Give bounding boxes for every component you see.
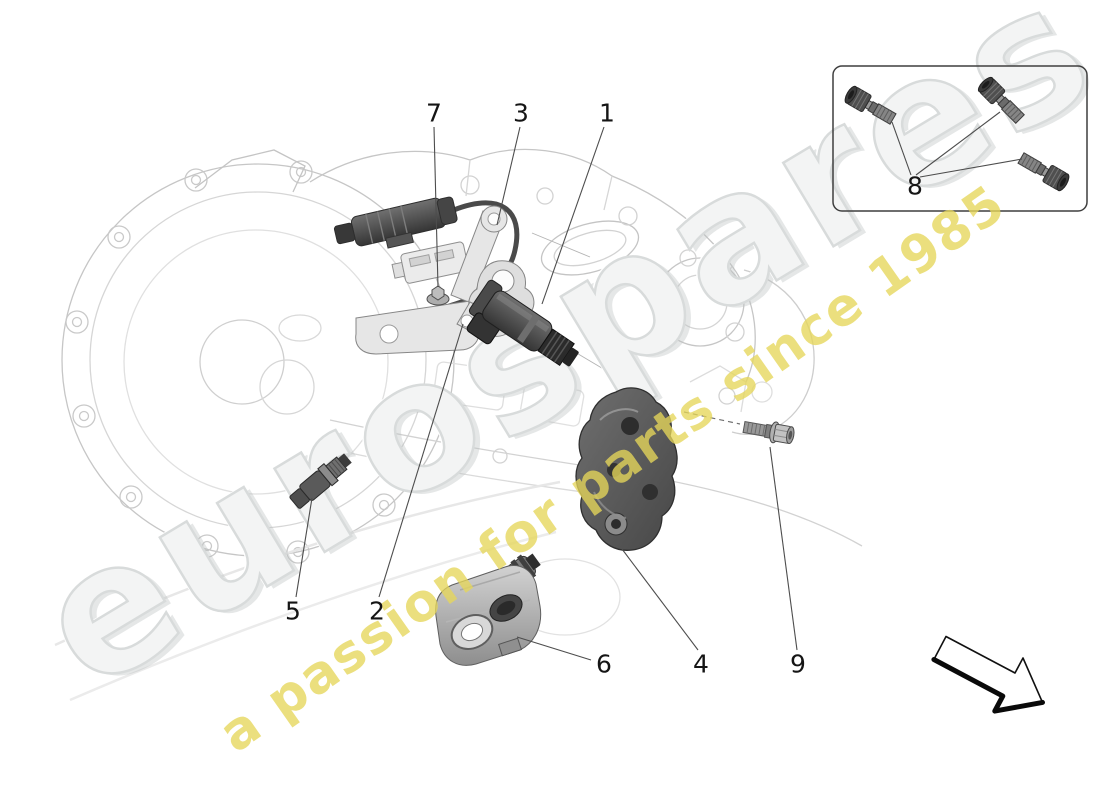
part-4-bracket-plate[interactable] xyxy=(575,387,678,551)
leader-line-4 xyxy=(621,548,699,651)
part-2-sensor-connector[interactable] xyxy=(333,194,469,286)
next-page-arrow[interactable] xyxy=(931,635,1045,714)
leader-line-8c xyxy=(919,158,1023,178)
leader-line-2 xyxy=(378,323,464,598)
callout-3[interactable]: 3 xyxy=(513,98,529,128)
callout-9[interactable]: 9 xyxy=(790,649,806,679)
part-5-sensor[interactable] xyxy=(287,450,355,512)
part-9-bolt[interactable] xyxy=(683,411,796,446)
part-1-solenoid[interactable] xyxy=(459,279,586,390)
leader-line-8a xyxy=(891,121,912,176)
callout-5[interactable]: 5 xyxy=(285,596,301,626)
callout-4[interactable]: 4 xyxy=(693,649,709,679)
leader-line-3 xyxy=(496,126,521,226)
part-7-screw[interactable] xyxy=(426,285,450,306)
callout-2[interactable]: 2 xyxy=(369,596,385,626)
leader-line-1 xyxy=(541,126,605,305)
leader-line-9 xyxy=(769,446,798,651)
callout-1[interactable]: 1 xyxy=(599,98,615,128)
callout-7[interactable]: 7 xyxy=(426,98,442,128)
leader-line-7 xyxy=(433,126,439,288)
callout-8[interactable]: 8 xyxy=(907,171,923,201)
part-6-solenoid-valve[interactable] xyxy=(435,549,545,666)
callout-6[interactable]: 6 xyxy=(596,649,612,679)
leader-line-8b xyxy=(915,111,1001,176)
flange-bolt-ears xyxy=(65,160,396,564)
alignment-dashes xyxy=(683,411,741,425)
part-3-support-bracket[interactable] xyxy=(355,205,535,355)
detail-inset-box xyxy=(832,65,1088,212)
leader-line-6 xyxy=(516,636,592,661)
leader-line-5 xyxy=(295,497,313,598)
